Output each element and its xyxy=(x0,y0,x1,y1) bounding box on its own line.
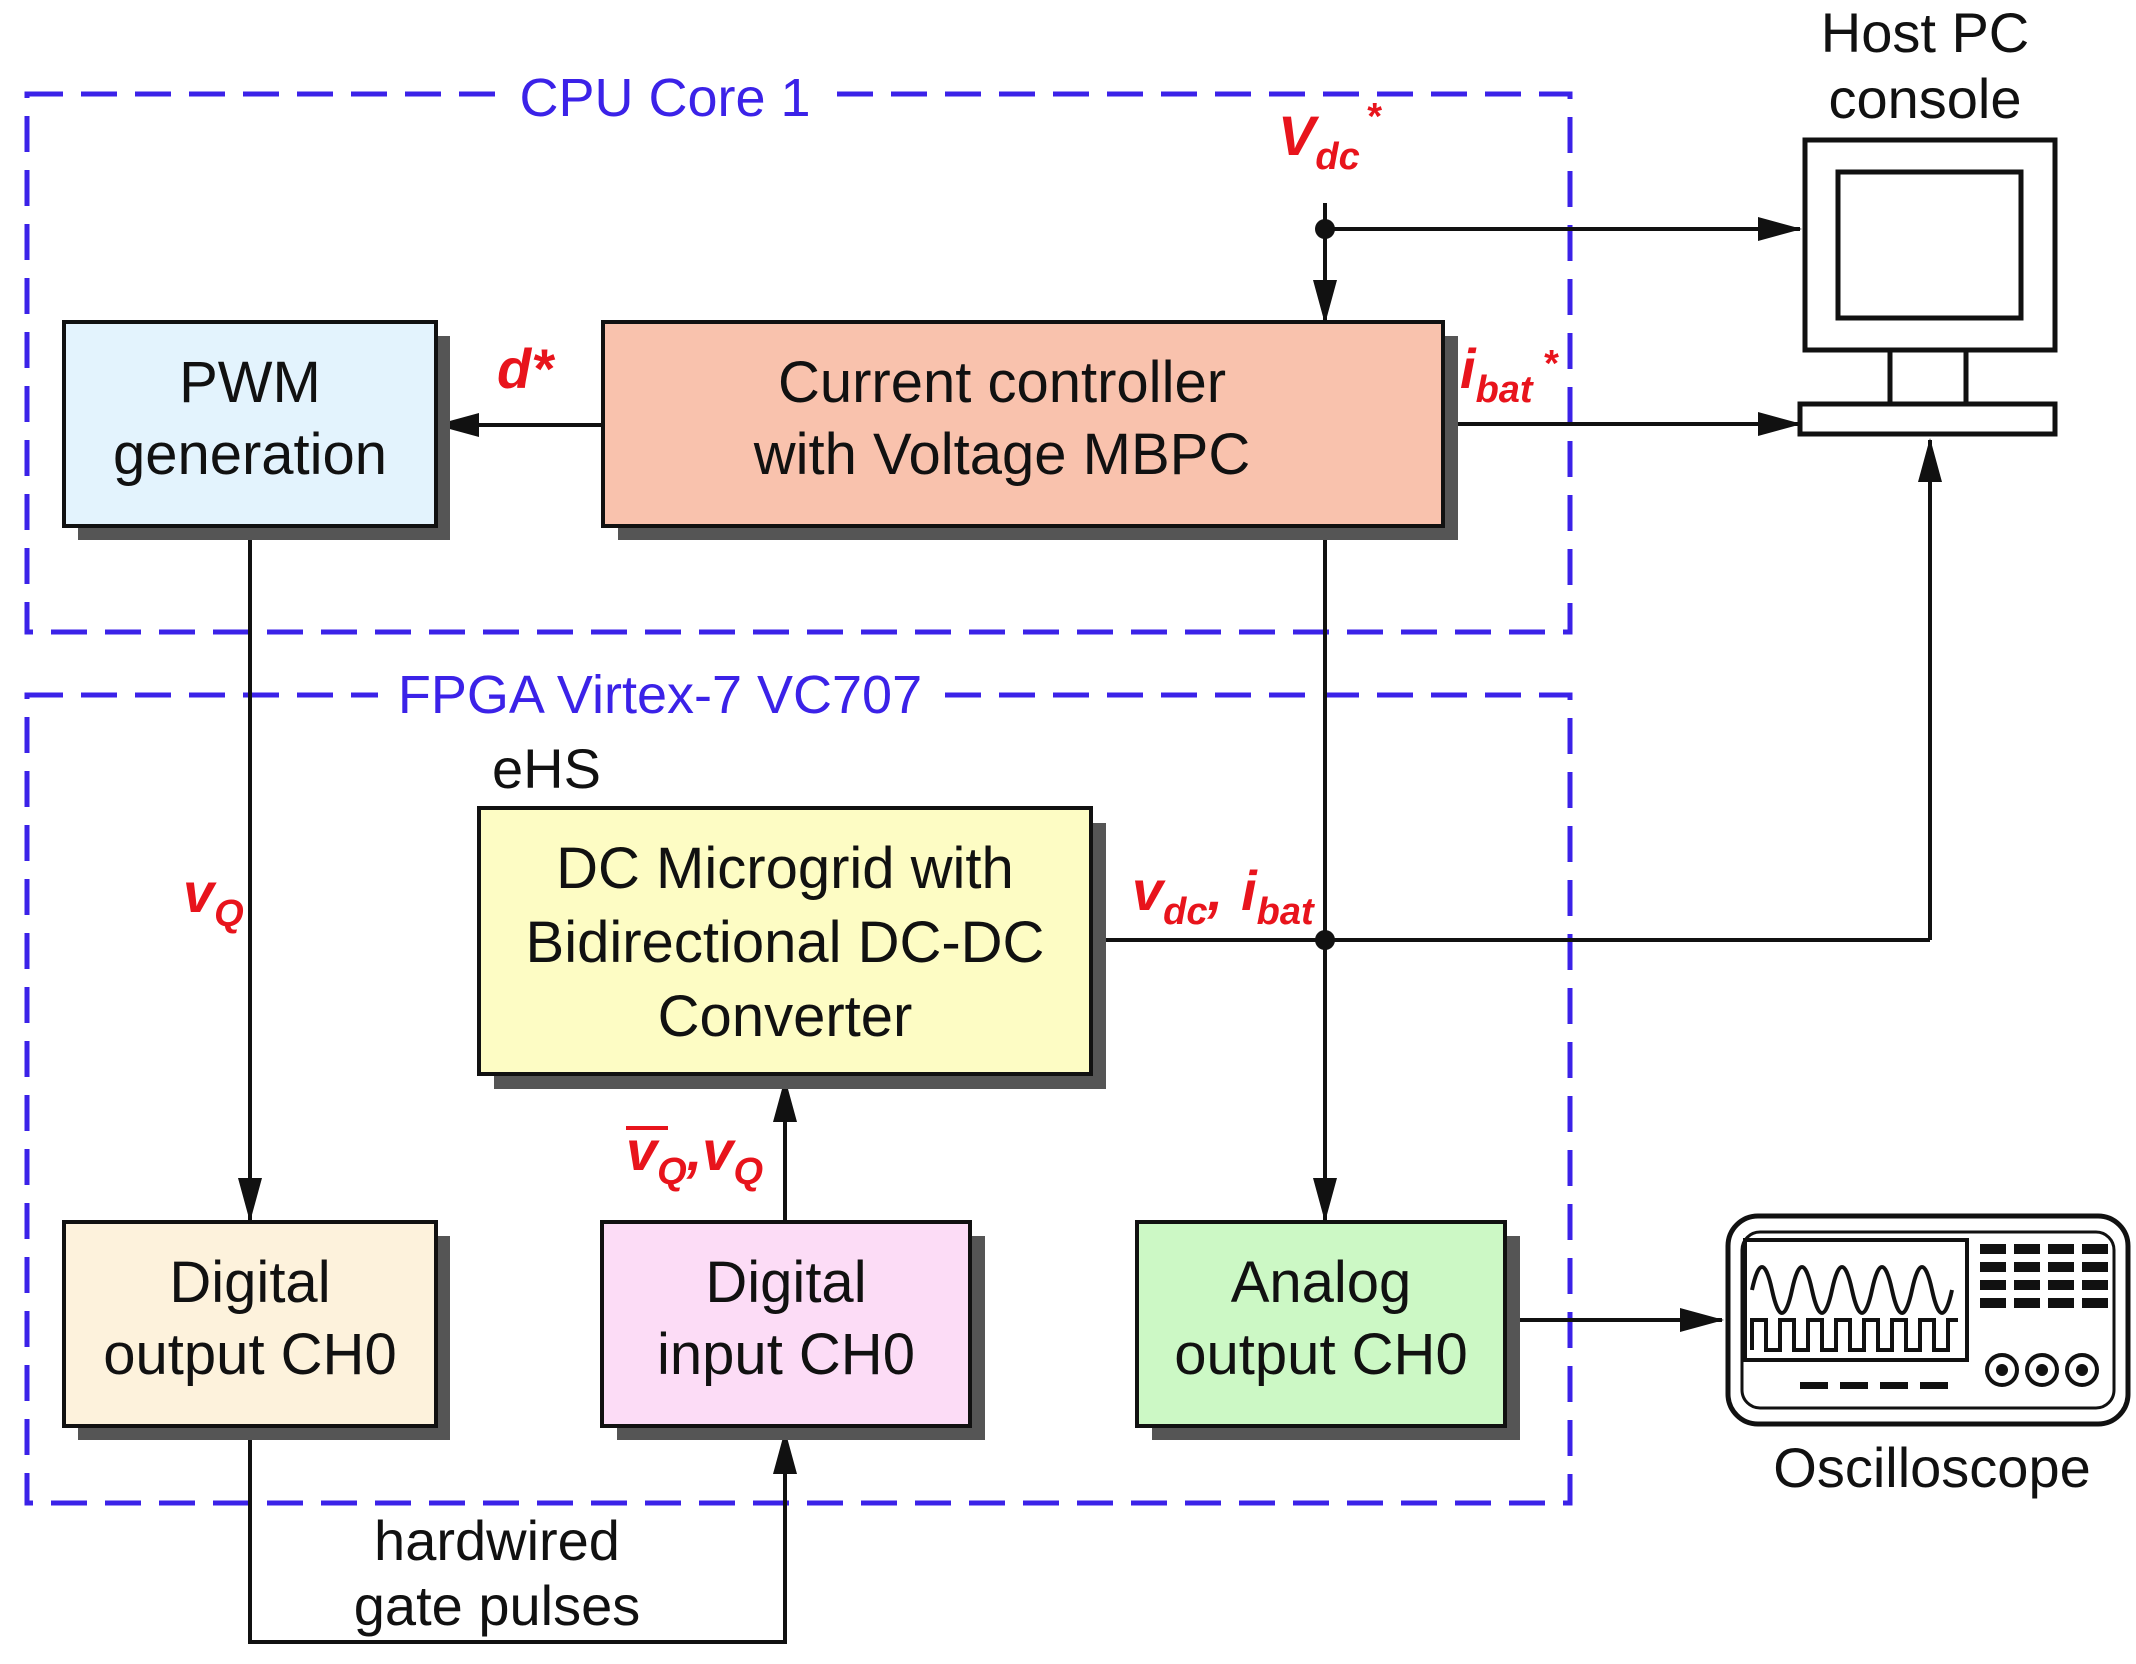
signal-ibat-ref-sup: * xyxy=(1543,343,1560,385)
hardwired-line1: hardwired xyxy=(374,1509,620,1572)
analog-output-line1: Analog xyxy=(1231,1250,1412,1315)
signal-vq-sub: Q xyxy=(214,893,244,935)
controller-box xyxy=(601,320,1445,528)
pwm-line1: PWM xyxy=(179,350,321,415)
signal-vdc-ref-main: V xyxy=(1278,104,1320,167)
signal-vq2-main: v xyxy=(702,1119,736,1182)
analog-output-line2: output CH0 xyxy=(1174,1322,1467,1387)
signal-vq2-sub: Q xyxy=(733,1151,763,1193)
signal-vdc-ref: Vdc* xyxy=(1278,96,1383,178)
ehs-label: eHS xyxy=(492,737,601,800)
microgrid-line1: DC Microgrid with xyxy=(556,836,1014,901)
digital-input-line1: Digital xyxy=(705,1250,866,1315)
microgrid-line2: Bidirectional DC-DC xyxy=(526,910,1045,975)
pwm-line2: generation xyxy=(113,422,387,487)
hardwired-label: hardwired gate pulses xyxy=(354,1509,640,1637)
digital-output-line1: Digital xyxy=(169,1250,330,1315)
svg-text:vQ,vQ: vQ,vQ xyxy=(626,1119,763,1193)
signal-vdc-ref-sup: * xyxy=(1366,96,1383,138)
signal-vdc-ibat-v: v xyxy=(1132,859,1166,922)
host-pc-label-line2: console xyxy=(1828,67,2021,130)
digital-input-box xyxy=(600,1220,972,1428)
host-pc-label-line1: Host PC xyxy=(1821,1,2030,64)
signal-vq: vQ xyxy=(183,861,244,935)
controller-block: Current controller with Voltage MBPC xyxy=(601,320,1458,540)
analog-output-block: Analog output CH0 xyxy=(1135,1220,1520,1440)
signal-vq-bar-sub: Q xyxy=(657,1151,687,1193)
signal-vdc-ref-sub: dc xyxy=(1315,136,1359,178)
hardwired-line2: gate pulses xyxy=(354,1574,640,1637)
controller-line2: with Voltage MBPC xyxy=(753,422,1250,487)
signal-vq-bar-main: v xyxy=(626,1119,660,1182)
microgrid-block: DC Microgrid with Bidirectional DC-DC Co… xyxy=(477,806,1106,1089)
microgrid-box xyxy=(477,806,1093,1076)
oscilloscope: Oscilloscope xyxy=(1725,1213,2131,1499)
pwm-block: PWM generation xyxy=(62,320,450,540)
digital-output-box xyxy=(62,1220,438,1428)
signal-vq-main: v xyxy=(183,861,217,924)
signal-vdc-ibat-sep: , xyxy=(1207,859,1224,922)
signal-vdc-ibat-isub: bat xyxy=(1257,891,1315,933)
signal-vdc-ibat-i: i xyxy=(1241,859,1258,922)
fpga-group: FPGA Virtex-7 VC707 eHS xyxy=(24,665,1573,1506)
cpu-core-title: CPU Core 1 xyxy=(519,68,810,128)
digital-input-block: Digital input CH0 xyxy=(600,1220,985,1440)
oscilloscope-label: Oscilloscope xyxy=(1773,1436,2090,1499)
signal-vq-pair: vQ,vQ xyxy=(626,1119,763,1193)
computer-icon xyxy=(1797,137,2058,437)
signal-ibat-ref: ibat* xyxy=(1460,337,1560,411)
fpga-title: FPGA Virtex-7 VC707 xyxy=(398,665,922,725)
signal-vdc-ibat: vdc, ibat xyxy=(1132,859,1315,933)
oscilloscope-icon xyxy=(1725,1213,2131,1427)
controller-line1: Current controller xyxy=(778,350,1226,415)
analog-output-box xyxy=(1135,1220,1507,1428)
signal-vdc-ibat-vsub: dc xyxy=(1163,891,1207,933)
microgrid-line3: Converter xyxy=(658,984,913,1049)
cpu-core-group: CPU Core 1 xyxy=(24,65,1573,635)
host-pc: Host PC console xyxy=(1797,1,2058,437)
signal-ibat-ref-main: i xyxy=(1460,337,1477,400)
signal-ibat-ref-sub: bat xyxy=(1476,369,1534,411)
pwm-box xyxy=(62,320,438,528)
digital-input-line2: input CH0 xyxy=(657,1322,915,1387)
digital-output-line2: output CH0 xyxy=(103,1322,396,1387)
signal-d-star: d* xyxy=(497,337,555,400)
signal-vq-pair-sep: , xyxy=(686,1119,703,1182)
connections xyxy=(238,203,1942,1644)
digital-output-block: Digital output CH0 xyxy=(62,1220,450,1440)
